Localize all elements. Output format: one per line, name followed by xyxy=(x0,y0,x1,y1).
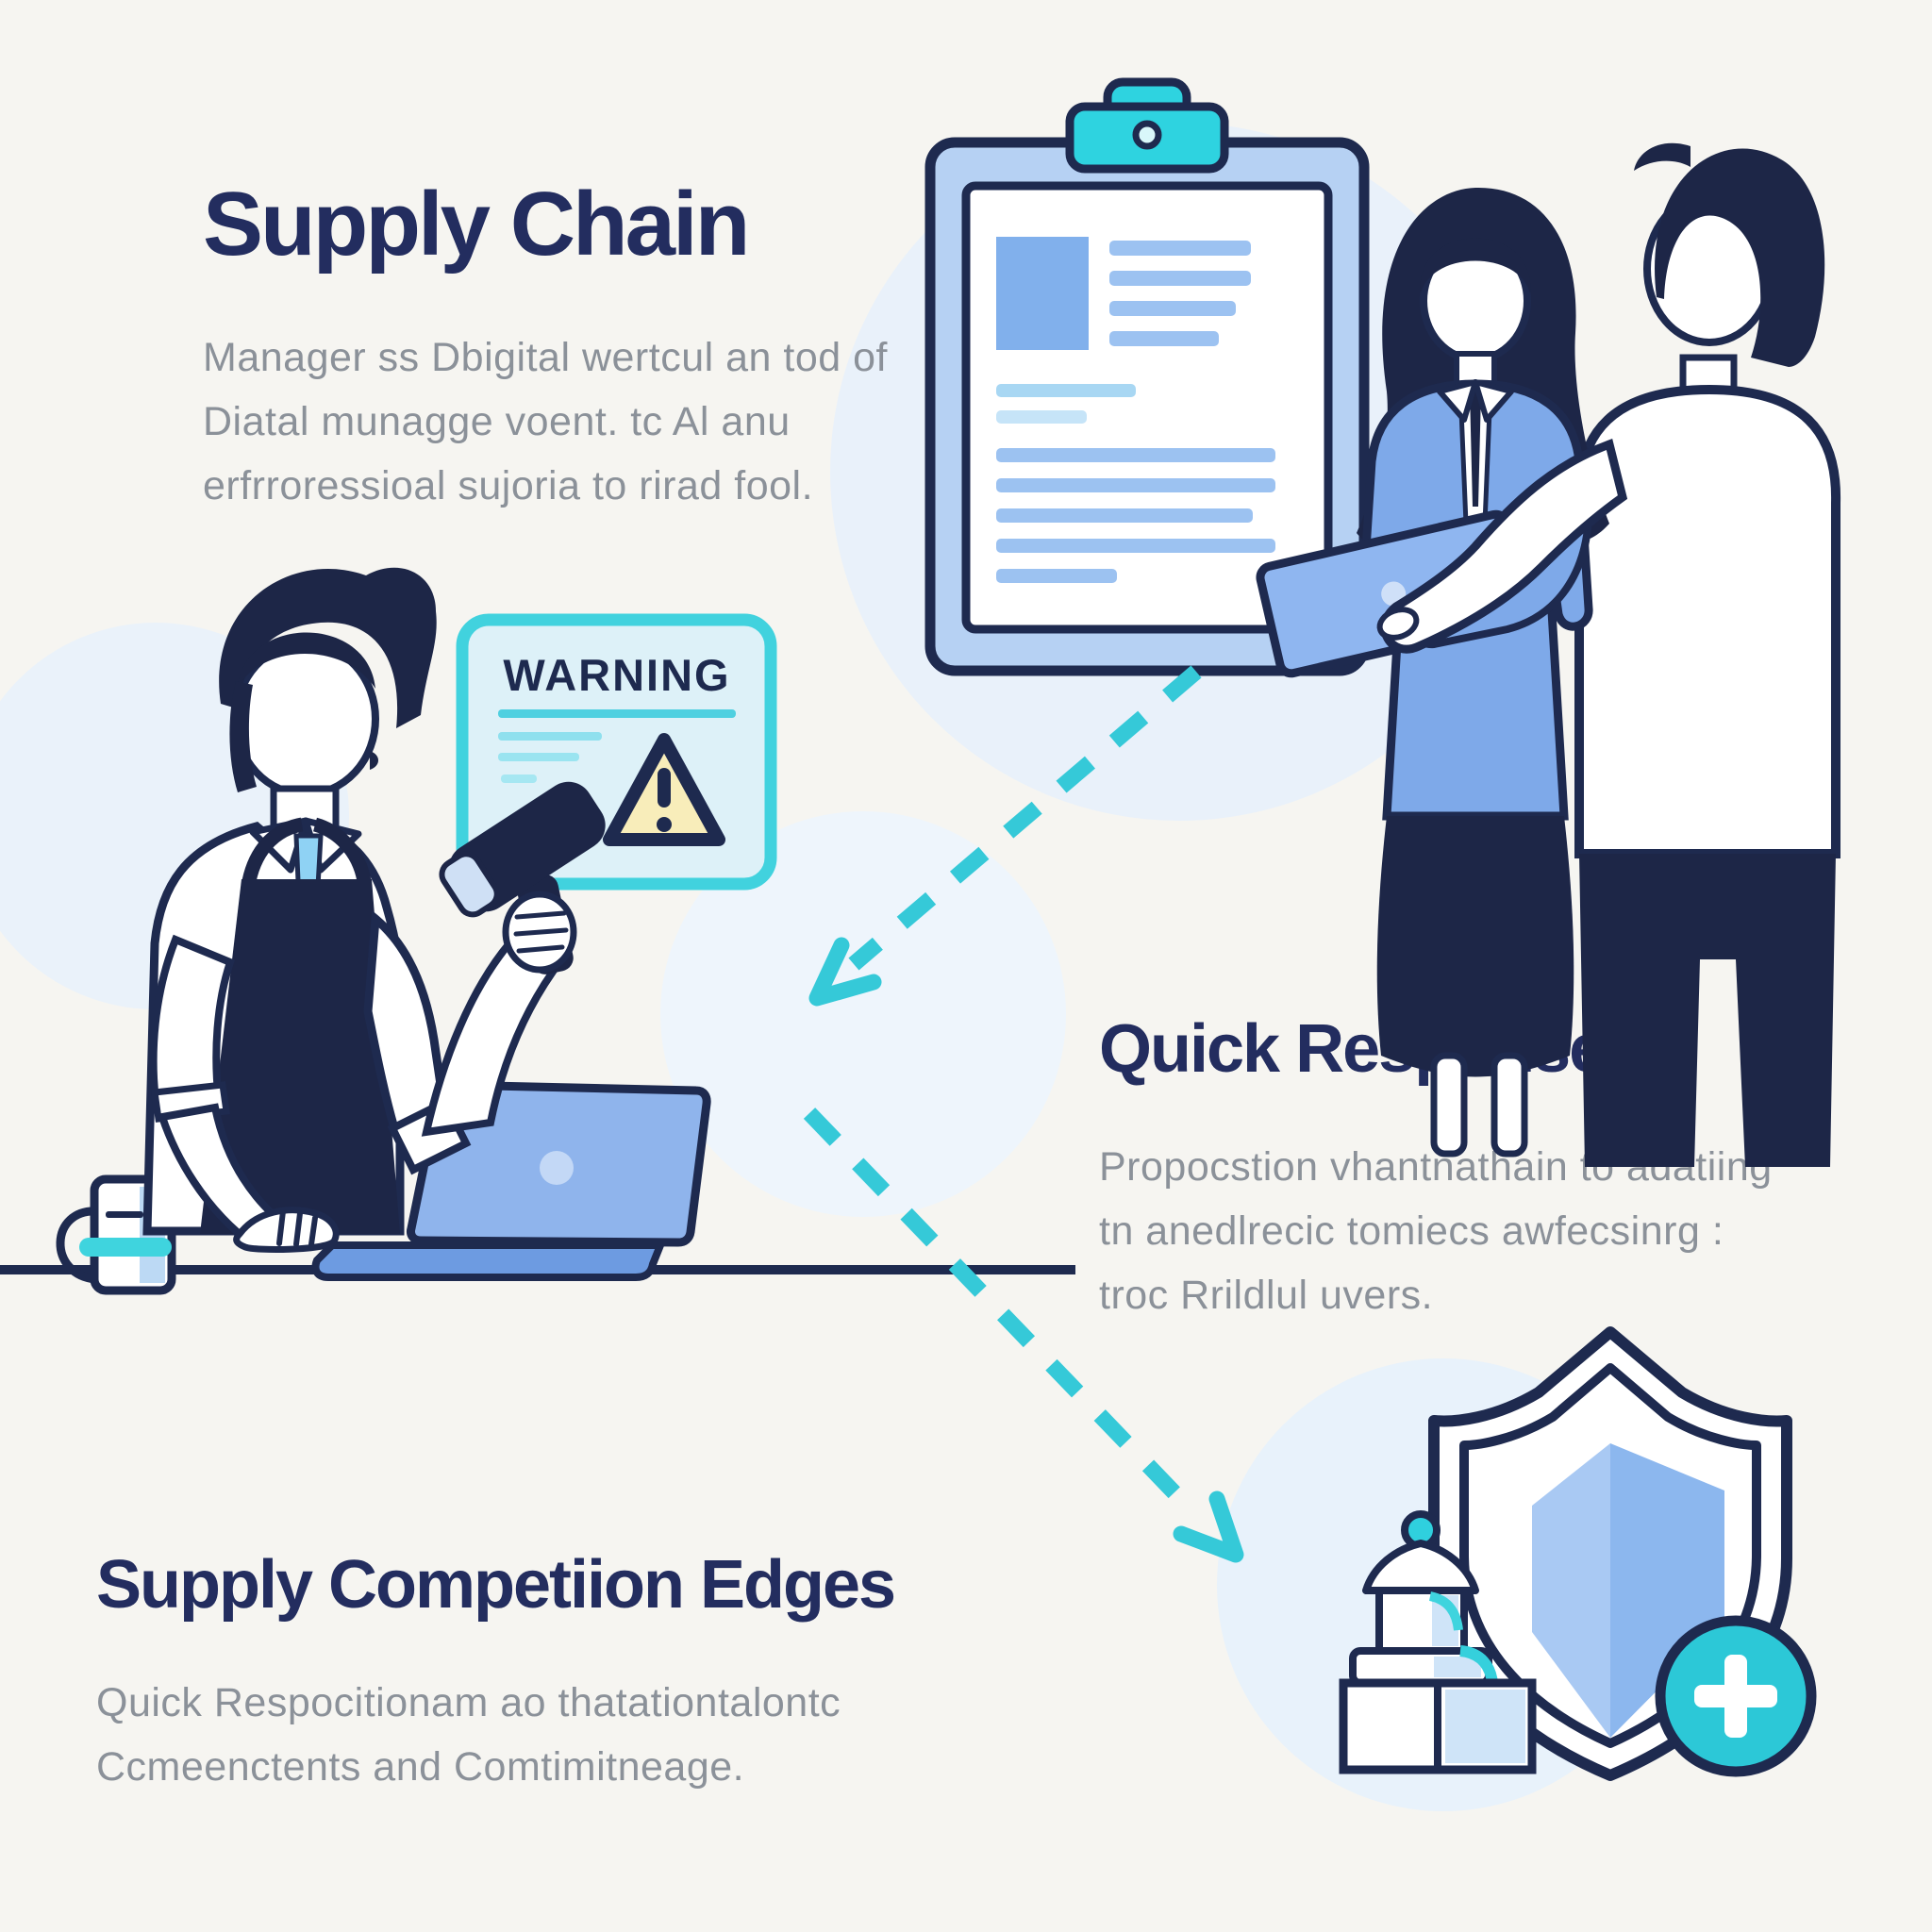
dashed-arrow-icon xyxy=(808,665,1202,1007)
supply-chain-body-line: Manager ss Dbigital wertcul an tod of xyxy=(203,334,888,380)
gripping-fist xyxy=(502,891,577,974)
shopkeeper-man-figure xyxy=(142,567,437,1241)
warning-label: WARNING xyxy=(503,650,730,700)
raised-arm xyxy=(363,909,558,1175)
supply-chain-body-line: Diatal munagge voent. tc Al anu xyxy=(203,398,791,444)
supply-competition-section: Supply Competiion Edges Quick Respocitio… xyxy=(96,1547,1021,1799)
hand-on-desk xyxy=(233,1207,340,1253)
dashed-arrow-icon xyxy=(803,1108,1244,1563)
supply-chain-title: Supply Chain xyxy=(203,174,750,275)
apron xyxy=(200,879,400,1234)
man-hand xyxy=(1376,607,1420,641)
laptop-icon xyxy=(311,1080,711,1281)
supply-chain-section: Supply Chain Manager ss Dbigital wertcul… xyxy=(203,175,958,518)
clipboard-icon xyxy=(924,77,1370,676)
business-man-figure xyxy=(1574,142,1841,1167)
warning-triangle-icon xyxy=(603,733,725,846)
supply-competition-body-line: Quick Respocitionam ao thatationtalontc xyxy=(96,1679,841,1725)
boxes-icon xyxy=(1339,1510,1537,1774)
quick-response-body-line: troc Rrildlul uvers. xyxy=(1099,1272,1434,1318)
supply-competition-body-line: Ccmeenctents and Comtimitneage. xyxy=(96,1743,745,1790)
supply-competition-title: Supply Competiion Edges xyxy=(96,1547,896,1623)
plus-icon xyxy=(1655,1615,1817,1777)
shield-illustration xyxy=(1339,1326,1817,1781)
clipboard-people-illustration xyxy=(924,77,1841,1167)
quick-response-body-line: tn anedlrecic tomiecs awfecsinrg : xyxy=(1099,1208,1724,1254)
business-woman-figure xyxy=(1357,187,1609,1158)
scanner-man-illustration: WARNING xyxy=(0,567,1075,1295)
supply-chain-body-line: erfrroressioal sujoria to rirad fool. xyxy=(203,462,814,508)
